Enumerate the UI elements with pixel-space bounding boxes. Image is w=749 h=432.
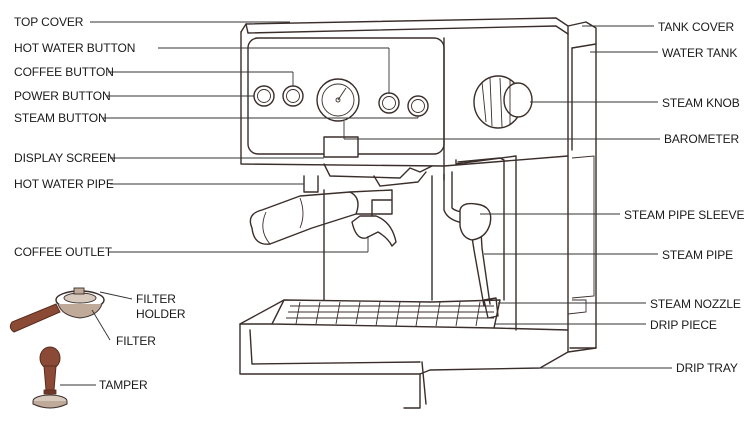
coffee-outlet-shape — [351, 215, 397, 247]
label-steam-nozzle: STEAM NOZZLE — [650, 297, 741, 311]
label-filter-holder-line2: HOLDER — [136, 307, 186, 321]
label-power-button: POWER BUTTON — [14, 89, 111, 103]
label-steam-pipe-sleeve: STEAM PIPE SLEEVE — [624, 208, 744, 222]
display-screen-shape — [323, 136, 359, 158]
label-hot-water-pipe: HOT WATER PIPE — [14, 177, 114, 191]
drip-tray-shape — [239, 299, 597, 409]
filter-holder-accessory — [9, 287, 105, 333]
steam-button-shape — [407, 95, 429, 117]
label-display-screen: DISPLAY SCREEN — [14, 151, 116, 165]
tank-cover-shape — [567, 21, 597, 49]
top-cover-shape — [240, 17, 569, 35]
label-barometer: BAROMETER — [664, 132, 740, 146]
leader-lines — [60, 21, 672, 386]
water-tank-shape — [571, 155, 595, 299]
label-steam-button: STEAM BUTTON — [14, 111, 107, 125]
label-water-tank: WATER TANK — [662, 46, 737, 60]
label-filter-holder-line1: FILTER — [136, 292, 176, 306]
machine-illustration — [239, 17, 597, 409]
label-tamper: TAMPER — [99, 378, 148, 392]
drip-piece-shape — [271, 299, 501, 329]
label-hot-water-button: HOT WATER BUTTON — [14, 41, 135, 55]
label-drip-tray: DRIP TRAY — [676, 361, 738, 375]
filter-holder-handle — [9, 303, 61, 333]
label-steam-pipe: STEAM PIPE — [662, 248, 733, 262]
power-button-shape — [253, 85, 275, 107]
coffee-button-shape — [282, 85, 304, 107]
portafilter-in-machine — [249, 189, 393, 245]
steam-pipe-sleeve-shape — [459, 202, 492, 241]
hot-water-pipe-shape — [303, 175, 319, 193]
label-drip-piece: DRIP PIECE — [650, 318, 717, 332]
hot-water-button-shape — [378, 92, 400, 114]
steam-knob-shape — [473, 75, 533, 129]
tamper-accessory — [32, 346, 68, 409]
label-coffee-outlet: COFFEE OUTLET — [14, 245, 113, 259]
label-coffee-button: COFFEE BUTTON — [14, 65, 114, 79]
label-top-cover: TOP COVER — [14, 15, 84, 29]
label-steam-knob: STEAM KNOB — [662, 96, 740, 110]
label-tank-cover: TANK COVER — [658, 20, 735, 34]
filter-basket — [63, 292, 97, 304]
label-filter: FILTER — [116, 334, 156, 348]
